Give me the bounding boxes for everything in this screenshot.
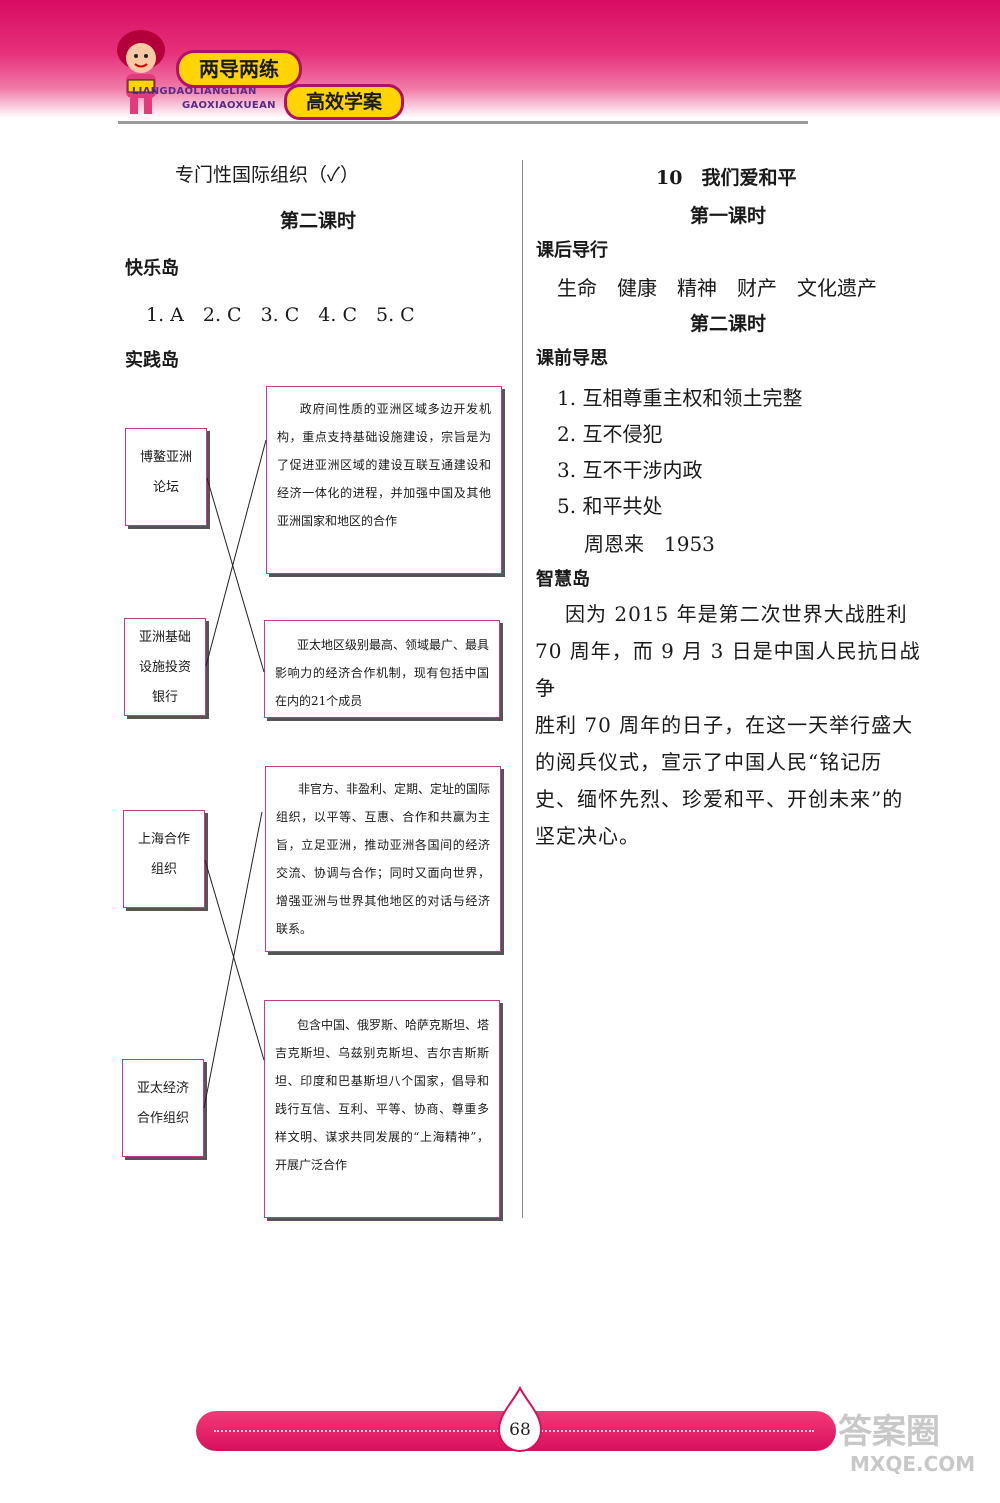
match-left-text: 合作组织 [136, 1111, 189, 1126]
paragraph-line: 史、缅怀先烈、珍爱和平、开创未来”的 [535, 787, 904, 811]
principle-item: 2. 互不侵犯 [557, 422, 663, 446]
header-badge-subtitle: 高效学案 [284, 84, 404, 120]
match-right-text: 政府间性质的亚洲区域多边开发机构，重点支持基础设施建设，宗旨是为了促进亚洲区域的… [277, 402, 491, 528]
match-left-box: 亚太经济 合作组织 [122, 1059, 204, 1157]
paragraph-line: 胜利 70 周年的日子，在这一天举行盛大 [535, 713, 914, 737]
match-left-box: 亚洲基础 设施投资 银行 [124, 618, 206, 716]
watermark-url: MXQE.COM [850, 1452, 976, 1476]
paragraph-line: 的阅兵仪式，宣示了中国人民“铭记历 [535, 750, 883, 774]
practice-island-heading: 实践岛 [125, 350, 179, 371]
after-class-items: 生命 健康 精神 财产 文化遗产 [557, 276, 877, 300]
principle-item: 3. 互不干涉内政 [557, 458, 703, 482]
mascot-icon [117, 30, 165, 114]
wisdom-paragraph: 因为 2015 年是第二次世界大战胜利 70 周年，而 9 月 3 日是中国人民… [535, 596, 935, 855]
match-right-box: 政府间性质的亚洲区域多边开发机构，重点支持基础设施建设，宗旨是为了促进亚洲区域的… [266, 386, 502, 574]
right-lesson2-heading: 第二课时 [690, 313, 767, 335]
match-left-text: 亚洲基础 [138, 630, 191, 645]
watermark-logo: 答案圈 [838, 1412, 940, 1452]
match-left-text: 上海合作 [137, 832, 190, 847]
paragraph-line: 因为 2015 年是第二次世界大战胜利 [565, 602, 908, 626]
page-number: 68 [509, 1420, 531, 1440]
header-banner [0, 0, 1000, 118]
match-right-text: 包含中国、俄罗斯、哈萨克斯坦、塔吉克斯坦、乌兹别克斯坦、吉尔吉斯斯坦、印度和巴基… [275, 1018, 490, 1172]
match-left-text: 银行 [151, 690, 178, 705]
header-rule [118, 121, 808, 124]
header-badge-title: 两导两练 [176, 50, 302, 88]
header-pinyin-top: LIANGDAOLIANGLIAN [132, 86, 257, 97]
match-left-box: 博鳌亚洲 论坛 [125, 428, 207, 526]
match-left-text: 组织 [150, 862, 177, 877]
match-right-text: 亚太地区级别最高、领域最广、最具影响力的经济合作机制，现有包括中国在内的21个成… [275, 638, 490, 708]
paragraph-line: 70 周年，而 9 月 3 日是中国人民抗日战争 [535, 639, 921, 700]
chapter-title: 10 我们爱和平 [656, 167, 797, 189]
header-pinyin-bottom: GAOXIAOXUEAN [182, 100, 276, 111]
after-class-heading: 课后导行 [536, 240, 608, 261]
page-number-drop-icon [497, 1386, 543, 1452]
match-right-text: 非官方、非盈利、定期、定址的国际组织，以平等、互惠、合作和共赢为主旨，立足亚洲，… [276, 782, 491, 936]
principle-item: 5. 和平共处 [557, 494, 663, 518]
match-left-text: 亚太经济 [136, 1081, 189, 1096]
right-lesson1-heading: 第一课时 [690, 205, 767, 227]
match-left-text: 博鳌亚洲 [139, 450, 192, 465]
match-left-text: 论坛 [152, 480, 179, 495]
happy-island-heading: 快乐岛 [125, 258, 179, 279]
left-line1: 专门性国际组织（✓） [175, 164, 359, 186]
match-left-box: 上海合作 组织 [123, 810, 205, 908]
happy-island-answers: 1. A 2. C 3. C 4. C 5. C [146, 304, 415, 326]
column-divider [522, 160, 523, 1218]
left-lesson2-heading: 第二课时 [280, 210, 357, 232]
wisdom-island-heading: 智慧岛 [536, 569, 590, 590]
before-class-heading: 课前导思 [536, 348, 608, 369]
match-left-text: 设施投资 [138, 660, 191, 675]
match-right-box: 亚太地区级别最高、领域最广、最具影响力的经济合作机制，现有包括中国在内的21个成… [264, 620, 500, 718]
paragraph-line: 坚定决心。 [535, 824, 640, 848]
principle-item: 周恩来 1953 [584, 532, 715, 556]
match-right-box: 非官方、非盈利、定期、定址的国际组织，以平等、互惠、合作和共赢为主旨，立足亚洲，… [265, 766, 501, 952]
match-right-box: 包含中国、俄罗斯、哈萨克斯坦、塔吉克斯坦、乌兹别克斯坦、吉尔吉斯斯坦、印度和巴基… [264, 1000, 500, 1218]
principle-item: 1. 互相尊重主权和领土完整 [557, 386, 803, 410]
